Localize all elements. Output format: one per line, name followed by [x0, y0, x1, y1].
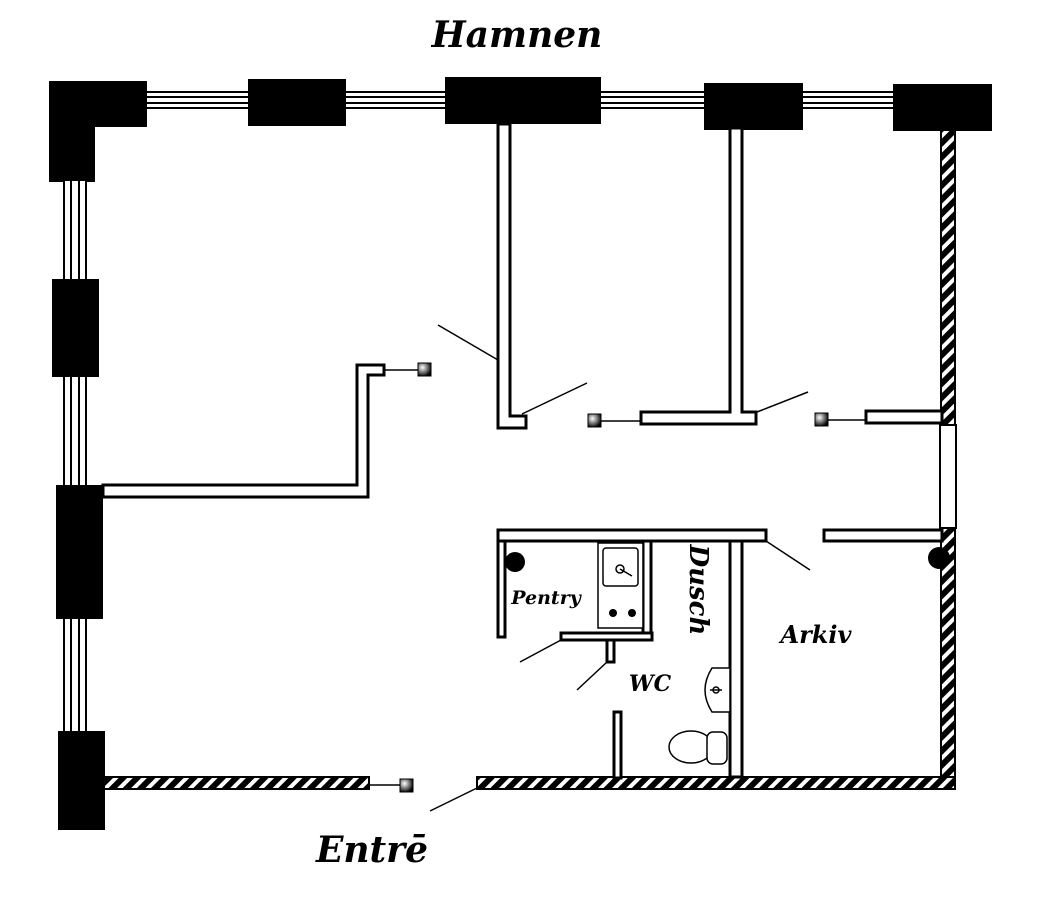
bottom-exterior-wall-right — [476, 776, 956, 790]
toilet-icon — [668, 730, 728, 765]
lamp-icon — [417, 362, 432, 377]
left-window-strip — [63, 179, 87, 736]
door-swing-archive — [765, 540, 811, 571]
bottom-exterior-wall-left — [103, 776, 370, 790]
door-swing-2 — [521, 382, 588, 415]
door-swing-pantry — [519, 639, 562, 663]
right-wall-door-gap — [939, 424, 957, 529]
wc-left-wall — [612, 710, 623, 780]
wc-label: WC — [629, 671, 672, 697]
lamp-icon — [587, 413, 602, 428]
sink-icon — [602, 547, 639, 587]
right-partition — [639, 126, 758, 426]
lamps — [369, 362, 866, 793]
stove-burner-icon — [628, 609, 636, 617]
corner-pillar-top-right — [893, 84, 992, 131]
corner-pillar-bottom-left — [58, 731, 105, 830]
shower-label: Dusch — [683, 544, 713, 636]
pantry-label: Pentry — [510, 587, 582, 609]
entrance-label: Entrē — [315, 829, 428, 871]
column-archive-icon — [928, 547, 950, 569]
door-swing-3 — [756, 391, 809, 413]
pantry-left-wall — [496, 539, 507, 639]
center-partition — [496, 122, 528, 430]
archive-left-wall — [728, 539, 744, 779]
door-swing-wc — [576, 661, 608, 691]
pantry-shower-divider — [641, 539, 653, 635]
door-swing-1 — [437, 324, 499, 361]
top-facade — [49, 77, 992, 182]
column-pantry-icon — [505, 552, 525, 572]
door-swings — [429, 324, 811, 812]
wc-door-stub — [605, 638, 616, 664]
corner-pillar-top-left-vertical — [49, 81, 95, 182]
lamp-icon — [399, 778, 414, 793]
door-swing-entrance — [429, 787, 478, 812]
kitchen-counter — [597, 542, 644, 629]
left-pillar-2 — [56, 485, 103, 619]
archive-label: Arkiv — [779, 620, 853, 649]
facade-pillar-3 — [704, 83, 803, 130]
right-stub-wall — [864, 409, 944, 425]
stove-burner-icon — [609, 609, 617, 617]
interior-walls — [101, 122, 944, 780]
lamp-icon — [814, 412, 829, 427]
left-room-partition — [101, 363, 386, 499]
archive-top-wall — [822, 528, 944, 543]
left-facade — [52, 179, 105, 830]
harbor-label: Hamnen — [431, 14, 603, 56]
left-pillar-1 — [52, 279, 99, 377]
facade-pillar-2 — [445, 77, 601, 124]
wc-fixtures — [668, 667, 731, 765]
service-top-wall — [496, 528, 768, 543]
facade-pillar-1 — [248, 79, 346, 126]
